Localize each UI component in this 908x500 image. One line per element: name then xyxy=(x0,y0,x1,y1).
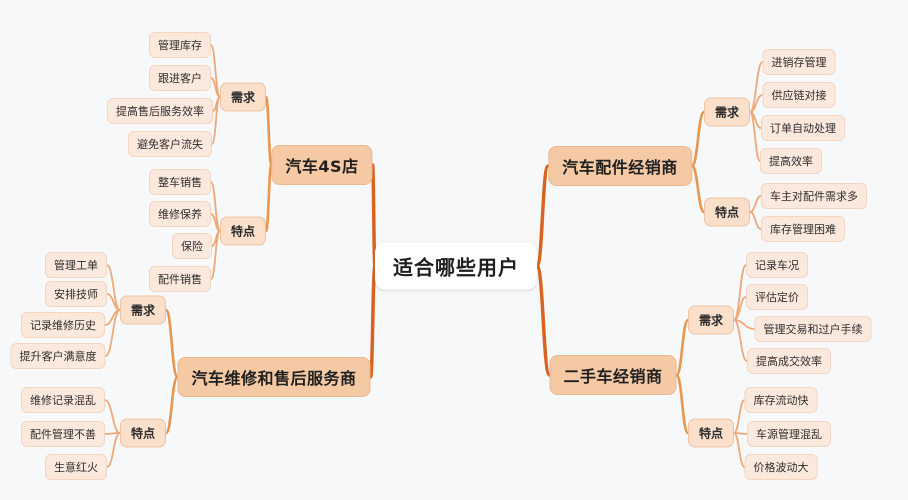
root-node[interactable]: 适合哪些用户 xyxy=(375,242,537,290)
group-node-parts-needs[interactable]: 需求 xyxy=(703,97,751,127)
connector xyxy=(104,309,121,326)
connector xyxy=(210,230,221,280)
connector xyxy=(749,111,762,129)
connector xyxy=(535,264,552,377)
connector xyxy=(733,319,756,330)
leaf-node[interactable]: 库存管理困难 xyxy=(761,216,845,242)
leaf-node[interactable]: 价格波动大 xyxy=(744,454,818,480)
leaf-node[interactable]: 保险 xyxy=(172,233,212,259)
connector xyxy=(368,264,377,379)
branch-node-auto-parts-dealer[interactable]: 汽车配件经销商 xyxy=(548,146,692,186)
branch-node-auto-repair-service[interactable]: 汽车维修和售后服务商 xyxy=(177,357,371,397)
leaf-node[interactable]: 维修保养 xyxy=(149,201,211,227)
leaf-node[interactable]: 生意红火 xyxy=(45,454,107,480)
leaf-node[interactable]: 管理库存 xyxy=(149,32,211,58)
leaf-node[interactable]: 供应链对接 xyxy=(762,82,836,108)
connector xyxy=(733,432,748,435)
connector xyxy=(106,293,121,311)
branch-node-used-car-dealer[interactable]: 二手车经销商 xyxy=(549,355,677,395)
connector xyxy=(212,96,221,112)
leaf-node[interactable]: 跟进客户 xyxy=(149,65,211,91)
connector xyxy=(106,264,121,311)
connector xyxy=(104,309,121,357)
connector xyxy=(106,432,121,468)
leaf-node[interactable]: 记录维修历史 xyxy=(21,312,105,338)
connector xyxy=(535,164,550,268)
connector xyxy=(733,432,746,468)
leaf-node[interactable]: 提升客户满意度 xyxy=(10,343,106,369)
group-node-used-needs[interactable]: 需求 xyxy=(687,305,735,335)
connector xyxy=(210,44,221,98)
connector xyxy=(749,211,762,230)
leaf-node[interactable]: 提高售后服务效率 xyxy=(107,98,213,124)
connector xyxy=(749,94,764,113)
connector xyxy=(210,213,221,232)
group-node-used-features[interactable]: 特点 xyxy=(687,418,735,448)
leaf-node[interactable]: 配件销售 xyxy=(149,266,211,292)
leaf-node[interactable]: 整车销售 xyxy=(149,169,211,195)
leaf-node[interactable]: 避免客户流失 xyxy=(128,131,212,157)
branch-node-auto-4s-store[interactable]: 汽车4S店 xyxy=(271,145,373,185)
leaf-node[interactable]: 管理工单 xyxy=(45,252,107,278)
connector xyxy=(675,373,690,435)
leaf-node[interactable]: 管理交易和过户手续 xyxy=(754,316,872,342)
group-node-parts-features[interactable]: 特点 xyxy=(703,197,751,227)
connector xyxy=(690,164,706,214)
connector xyxy=(733,399,746,434)
connector xyxy=(210,181,221,232)
leaf-node[interactable]: 订单自动处理 xyxy=(761,115,845,141)
connector xyxy=(733,264,747,321)
connector xyxy=(675,318,690,377)
connector xyxy=(211,96,221,145)
connector xyxy=(164,308,179,379)
connector xyxy=(164,375,179,435)
group-node-4s-features[interactable]: 特点 xyxy=(219,216,267,246)
connector xyxy=(749,111,761,162)
leaf-node[interactable]: 车源管理混乱 xyxy=(747,421,831,447)
connector xyxy=(210,77,221,98)
group-node-4s-needs[interactable]: 需求 xyxy=(219,82,267,112)
leaf-node[interactable]: 评估定价 xyxy=(746,284,808,310)
leaf-node[interactable]: 维修记录混乱 xyxy=(21,387,105,413)
leaf-node[interactable]: 配件管理不善 xyxy=(21,421,105,447)
connector xyxy=(749,61,764,113)
leaf-node[interactable]: 提高效率 xyxy=(760,148,822,174)
group-node-repair-features[interactable]: 特点 xyxy=(119,418,167,448)
connector xyxy=(749,195,762,213)
leaf-node[interactable]: 车主对配件需求多 xyxy=(761,183,867,209)
connector xyxy=(104,399,121,434)
leaf-node[interactable]: 进销存管理 xyxy=(762,49,836,75)
connector xyxy=(211,230,221,247)
leaf-node[interactable]: 库存流动快 xyxy=(744,387,818,413)
leaf-node[interactable]: 安排技师 xyxy=(45,281,107,307)
connector xyxy=(733,319,748,362)
connector xyxy=(733,296,747,321)
connector xyxy=(690,110,706,168)
group-node-repair-needs[interactable]: 需求 xyxy=(119,295,167,325)
leaf-node[interactable]: 提高成交效率 xyxy=(747,348,831,374)
leaf-node[interactable]: 记录车况 xyxy=(746,252,808,278)
connector xyxy=(104,432,121,435)
